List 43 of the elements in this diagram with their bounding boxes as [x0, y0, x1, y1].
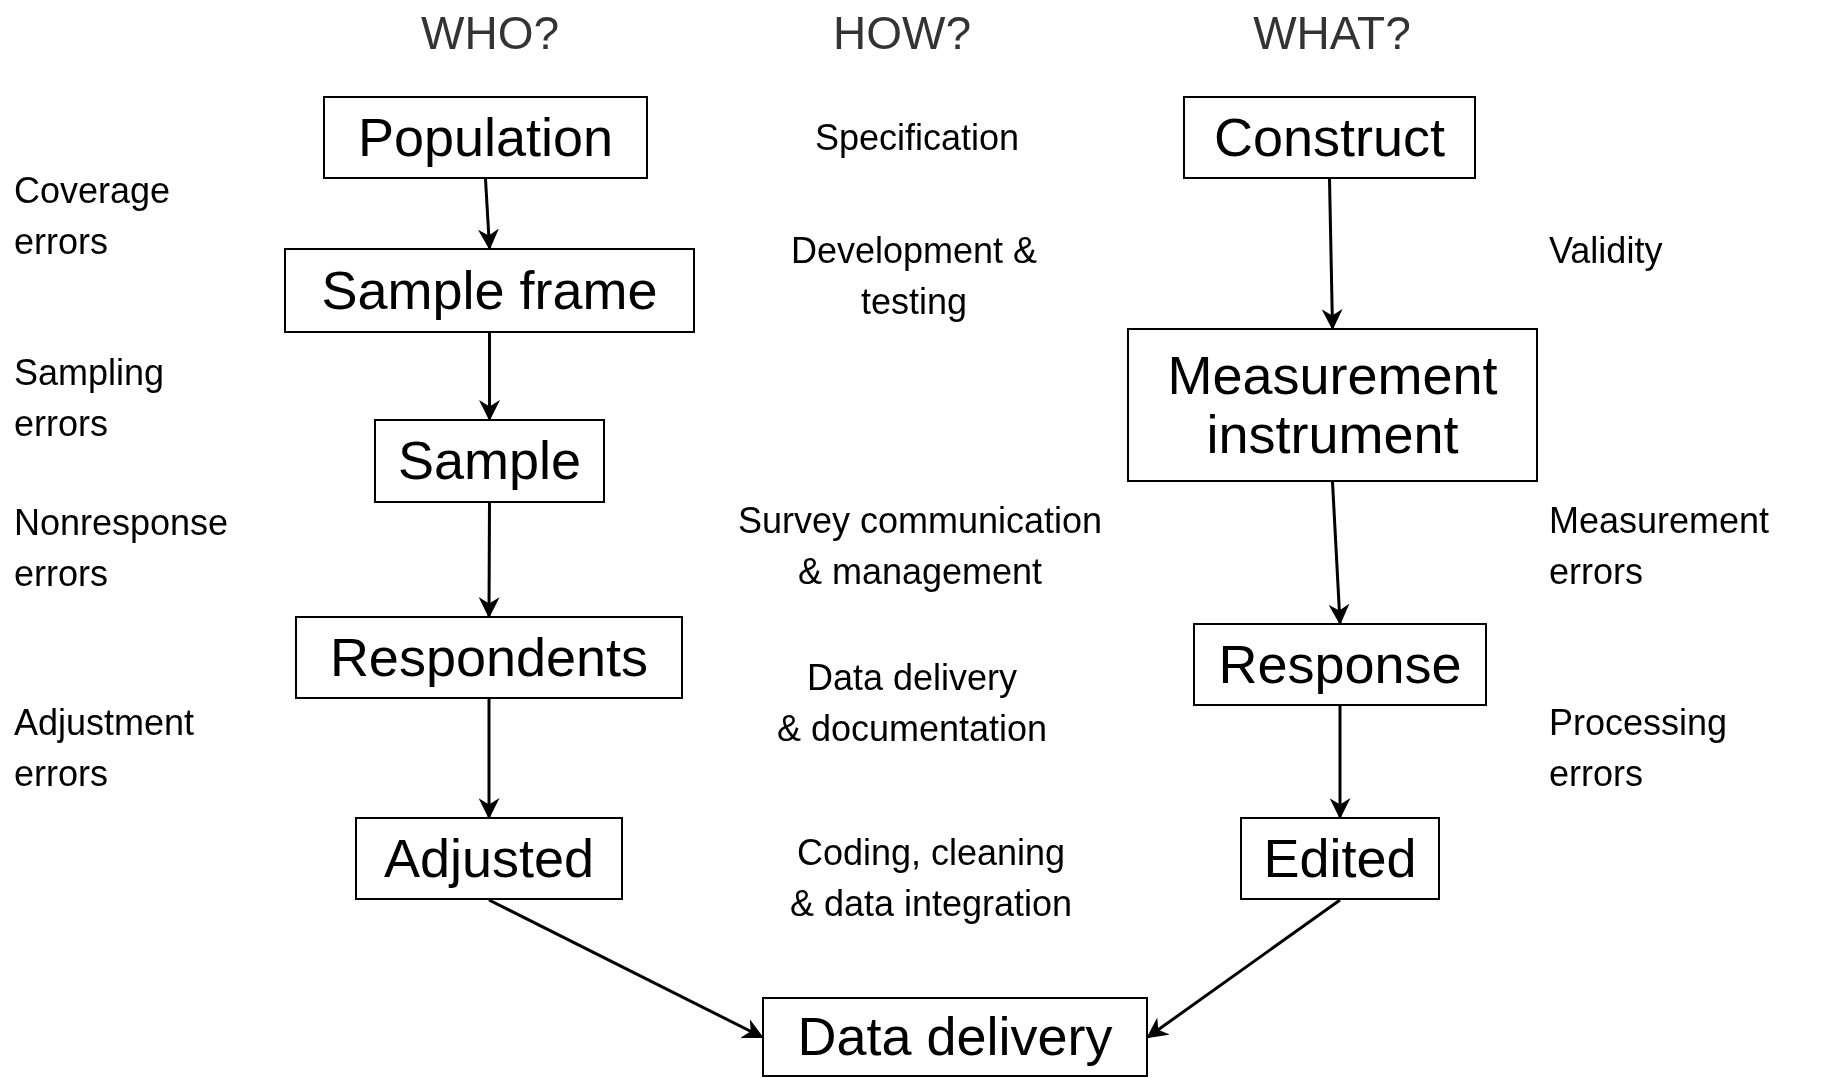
process-box: [374, 419, 605, 503]
annotation-text: Coverage errors: [14, 169, 171, 264]
annotation-text: Specification: [814, 116, 1020, 160]
process-box: [1127, 328, 1538, 482]
box-label: Data delivery: [797, 1007, 1113, 1067]
box-label: Response: [1218, 634, 1462, 695]
box-label: Adjusted: [383, 828, 595, 889]
annotation-text: Validity: [1549, 229, 1663, 273]
box-label: Population: [357, 107, 614, 168]
arrow: [479, 333, 500, 422]
process-box: [323, 96, 648, 179]
box-label: Construct: [1213, 107, 1446, 168]
process-box: [1183, 96, 1476, 179]
process-box: [284, 248, 695, 333]
column-heading: HOW?: [833, 8, 971, 59]
process-box: [762, 997, 1148, 1077]
annotation-text: Sampling errors: [14, 351, 165, 446]
annotation-text: Adjustment errors: [14, 701, 195, 796]
annotation-text: Coding, cleaning & data integration: [789, 831, 1073, 926]
annotation-text: Data delivery & documentation: [776, 656, 1048, 751]
arrow: [478, 699, 500, 820]
annotation-text: Measurement errors: [1549, 499, 1770, 594]
arrow: [488, 898, 764, 1039]
process-box: [355, 817, 623, 900]
arrow: [477, 178, 499, 251]
box-label: Sample: [397, 431, 582, 491]
process-box: [1240, 817, 1440, 900]
arrow: [1328, 481, 1350, 626]
box-label: Sample frame: [321, 260, 658, 321]
arrow: [1329, 706, 1351, 820]
annotation-text: Development & testing: [790, 229, 1038, 324]
arrow: [1321, 178, 1343, 331]
box-label: Measurement instrument: [1167, 345, 1498, 465]
column-heading: WHO?: [421, 8, 559, 59]
process-box: [1193, 623, 1487, 706]
annotation-text: Nonresponse errors: [14, 501, 229, 596]
column-heading: WHAT?: [1253, 8, 1411, 59]
box-label: Edited: [1263, 828, 1417, 889]
process-box: [295, 616, 683, 699]
annotation-text: Survey communication & management: [737, 499, 1103, 594]
annotation-text: Processing errors: [1549, 701, 1728, 796]
arrow: [478, 503, 500, 619]
box-label: Respondents: [329, 627, 649, 688]
